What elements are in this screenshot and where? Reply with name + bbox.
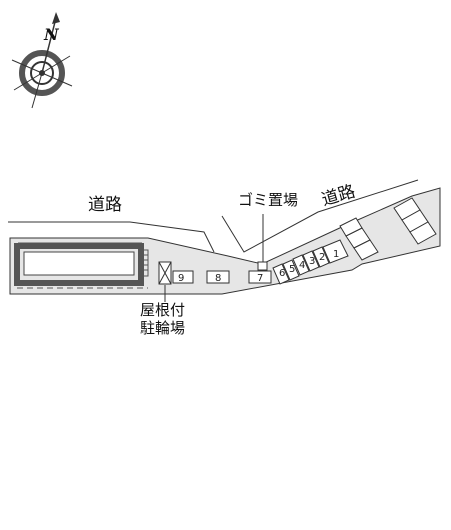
parking-space-1 — [322, 239, 349, 264]
bike-parking-label-line2: 駐輪場 — [140, 319, 186, 337]
parking-space-8 — [206, 270, 230, 284]
bike-parking-label-line1: 屋根付 — [140, 301, 186, 319]
apartment-building — [14, 242, 149, 289]
parking-space-9 — [172, 270, 194, 284]
stairs-icon — [140, 249, 149, 277]
parking-unnumbered — [339, 197, 437, 261]
parking-number-6: 6 — [279, 268, 285, 279]
parking-number-4: 4 — [299, 260, 305, 271]
parking-angled-numbers: 6 5 4 3 2 1 — [279, 249, 339, 279]
parking-space-5 — [282, 259, 300, 281]
parking-space-7 — [248, 270, 272, 284]
parking-number-5: 5 — [289, 264, 295, 275]
parking-space-2 — [312, 246, 330, 268]
parking-angled — [272, 239, 349, 285]
compass-rose-icon: N — [11, 12, 73, 109]
garbage-label: ゴミ置場 — [238, 191, 299, 209]
parking-space-3 — [302, 250, 320, 272]
compass-north-letter: N — [43, 25, 60, 44]
road-edges — [8, 179, 419, 253]
parking-number-1: 1 — [333, 249, 339, 260]
parking-number-9: 9 — [178, 273, 184, 284]
parking-number-3: 3 — [309, 256, 315, 267]
garbage-area — [257, 214, 268, 271]
parking-space-4 — [292, 254, 310, 276]
parking-number-7: 7 — [257, 273, 263, 284]
road-label-left: 道路 — [88, 195, 122, 215]
bike-shelter — [158, 261, 172, 302]
parking-number-8: 8 — [215, 273, 221, 284]
parking-space-6 — [272, 263, 290, 285]
parking-flat: 9 8 7 — [172, 270, 272, 284]
parking-number-2: 2 — [319, 252, 325, 263]
